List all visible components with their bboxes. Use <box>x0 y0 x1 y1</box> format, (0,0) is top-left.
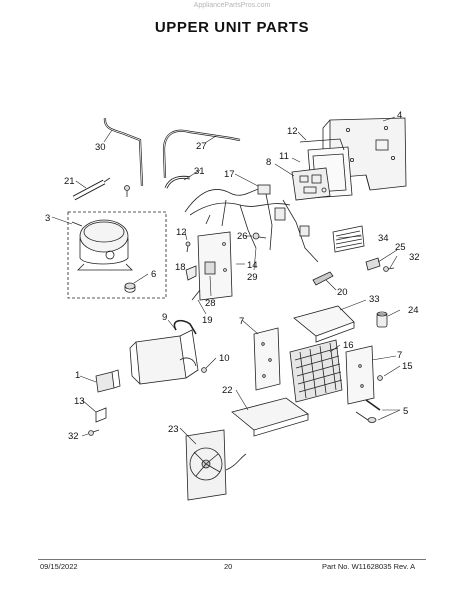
callout-12-left: 12 <box>176 227 187 238</box>
callout-33: 33 <box>369 294 380 305</box>
callout-22: 22 <box>222 385 233 396</box>
callout-16: 16 <box>343 340 354 351</box>
callout-28: 28 <box>205 298 216 309</box>
part-27-tube <box>162 129 241 179</box>
footer-divider <box>38 559 426 560</box>
part-8-control-board <box>291 167 331 201</box>
part-21-fitting <box>124 185 130 197</box>
callout-32-right: 32 <box>409 252 420 263</box>
callout-31: 31 <box>194 166 205 177</box>
callout-30: 30 <box>95 142 106 153</box>
callout-7-right: 7 <box>397 350 402 361</box>
watermark-text: AppliancePartsPros.com <box>193 2 271 9</box>
part-9-condenser <box>129 319 199 385</box>
callout-5: 5 <box>403 406 408 417</box>
callout-17: 17 <box>224 169 235 180</box>
callout-25: 25 <box>395 242 406 253</box>
part-18-clip <box>185 265 197 281</box>
callout-15: 15 <box>402 361 413 372</box>
callout-4: 4 <box>397 110 402 121</box>
part-25-clip <box>365 257 381 271</box>
callout-14: 14 <box>247 260 258 271</box>
part-12-screw-small <box>185 241 191 253</box>
part-13-bracket <box>95 407 107 423</box>
part-32-screw-right <box>383 266 395 272</box>
part-26-screw <box>252 232 267 240</box>
part-15-screw <box>377 375 383 381</box>
callout-10: 10 <box>219 353 230 364</box>
part-24-cap <box>376 311 388 328</box>
part-30-tube <box>103 117 144 187</box>
part-16-evaporator <box>289 339 343 403</box>
callout-18: 18 <box>175 262 186 273</box>
callout-3: 3 <box>45 213 50 224</box>
part-6-grommet <box>124 282 136 293</box>
callout-27: 27 <box>196 141 207 152</box>
part-32-screw-left <box>88 429 100 436</box>
part-34-heater <box>332 225 365 253</box>
part-23-fan-assembly <box>185 429 247 501</box>
footer-page-number: 20 <box>224 562 233 571</box>
callout-34: 34 <box>378 233 389 244</box>
part-21-drier <box>72 177 111 201</box>
callout-7-left: 7 <box>239 316 244 327</box>
callout-21: 21 <box>64 176 75 187</box>
part-33-cover <box>293 305 355 343</box>
callout-12-top: 12 <box>287 126 298 137</box>
callout-9: 9 <box>162 312 167 323</box>
callout-6: 6 <box>151 269 156 280</box>
part-10-screw <box>201 367 207 373</box>
part-17-wire-harness <box>184 184 319 263</box>
part-14-bracket <box>191 231 233 301</box>
callout-labels: 30 27 31 21 3 6 12 17 11 12 8 4 26 14 29… <box>45 110 420 442</box>
footer-part-number: Part No. W11628035 Rev. A <box>322 562 416 571</box>
part-1-capacitor <box>95 369 121 393</box>
part-22-drain-pan <box>231 397 309 437</box>
callout-29: 29 <box>247 272 258 283</box>
callout-20: 20 <box>337 287 348 298</box>
part-31-elbow-tube <box>164 175 191 189</box>
callout-13: 13 <box>74 396 85 407</box>
callout-8: 8 <box>266 157 271 168</box>
callout-26: 26 <box>237 231 248 242</box>
footer-date: 09/15/2022 <box>40 562 78 571</box>
part-3-compressor-assembly <box>67 211 167 299</box>
callout-19: 19 <box>202 315 213 326</box>
callout-32-left: 32 <box>68 431 79 442</box>
part-5-tubes <box>355 399 381 423</box>
part-20-sensor <box>312 271 334 286</box>
part-7-right-plate <box>345 345 375 405</box>
leader-lines <box>51 116 401 445</box>
part-7-left-plate <box>253 327 281 391</box>
callout-11: 11 <box>279 151 289 162</box>
callout-23: 23 <box>168 424 179 435</box>
page-title: UPPER UNIT PARTS <box>154 19 310 36</box>
callout-24: 24 <box>408 305 419 316</box>
callout-1: 1 <box>75 370 80 381</box>
